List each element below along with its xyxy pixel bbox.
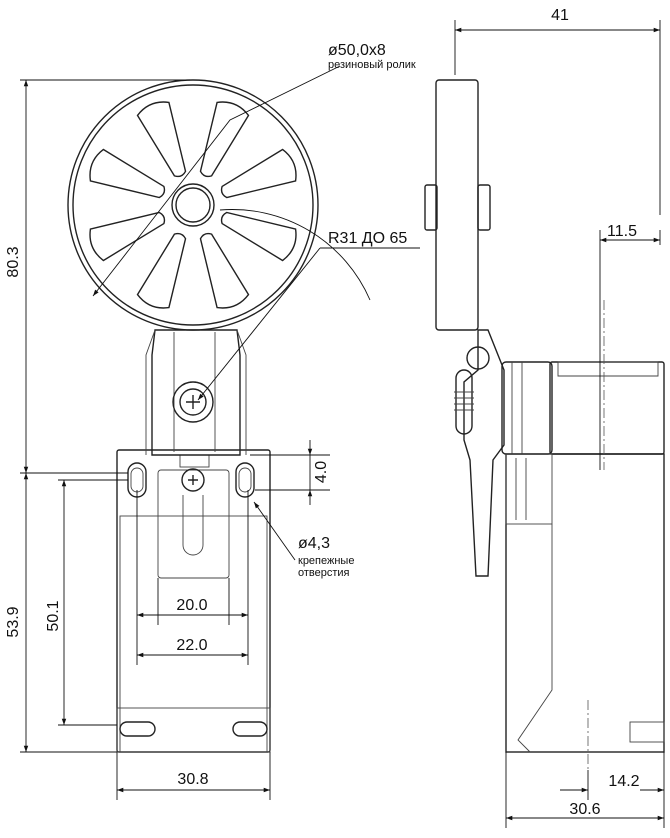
lever-arm-front: [145, 329, 247, 456]
dim-41: 41: [551, 7, 569, 24]
roller-cutout: [89, 211, 166, 262]
roller-cutout: [220, 148, 297, 199]
roller-wheel: [67, 79, 319, 331]
dim-11-5: 11.5: [607, 223, 637, 240]
dim-30-6: 30.6: [569, 801, 600, 818]
lever-side: [454, 329, 553, 577]
mounting-hole-right: [235, 462, 255, 498]
roller-note-label: резиновый ролик: [328, 59, 416, 71]
roller-cutout: [136, 101, 187, 178]
dim-20-0: 20.0: [176, 597, 207, 614]
hole-note-line2: отверстия: [298, 567, 350, 579]
dim-14-2: 14.2: [608, 773, 639, 790]
side-view: [424, 79, 665, 770]
head-screw: [179, 454, 210, 556]
hole-diameter-label: ø4,3: [298, 535, 330, 552]
roller-cutout: [136, 232, 187, 309]
roller-cutout: [199, 232, 250, 309]
dimension-labels: 41 11.5 80.3 ø50,0x8 резиновый ролик R31…: [5, 7, 640, 818]
hole-note-line1: крепежные: [298, 555, 354, 567]
dim-22-0: 22.0: [176, 637, 207, 654]
dimension-lines: [20, 20, 665, 828]
dim-53-9: 53.9: [5, 606, 22, 637]
housing-side: [505, 300, 665, 770]
front-view: [67, 79, 319, 753]
dim-30-8: 30.8: [177, 771, 208, 788]
roller-cutout: [220, 211, 297, 262]
mounting-hole-left: [127, 462, 147, 498]
switch-body-front: [116, 449, 271, 753]
dim-50-1: 50.1: [45, 600, 62, 631]
roller-diameter-label: ø50,0x8: [328, 42, 386, 59]
lever-radius-label: R31 ДО 65: [328, 230, 407, 247]
roller-cutout: [89, 148, 166, 199]
dim-80-3: 80.3: [5, 246, 22, 277]
dim-4-0: 4.0: [313, 461, 330, 483]
roller-cutout: [199, 101, 250, 178]
roller-side: [424, 79, 491, 331]
